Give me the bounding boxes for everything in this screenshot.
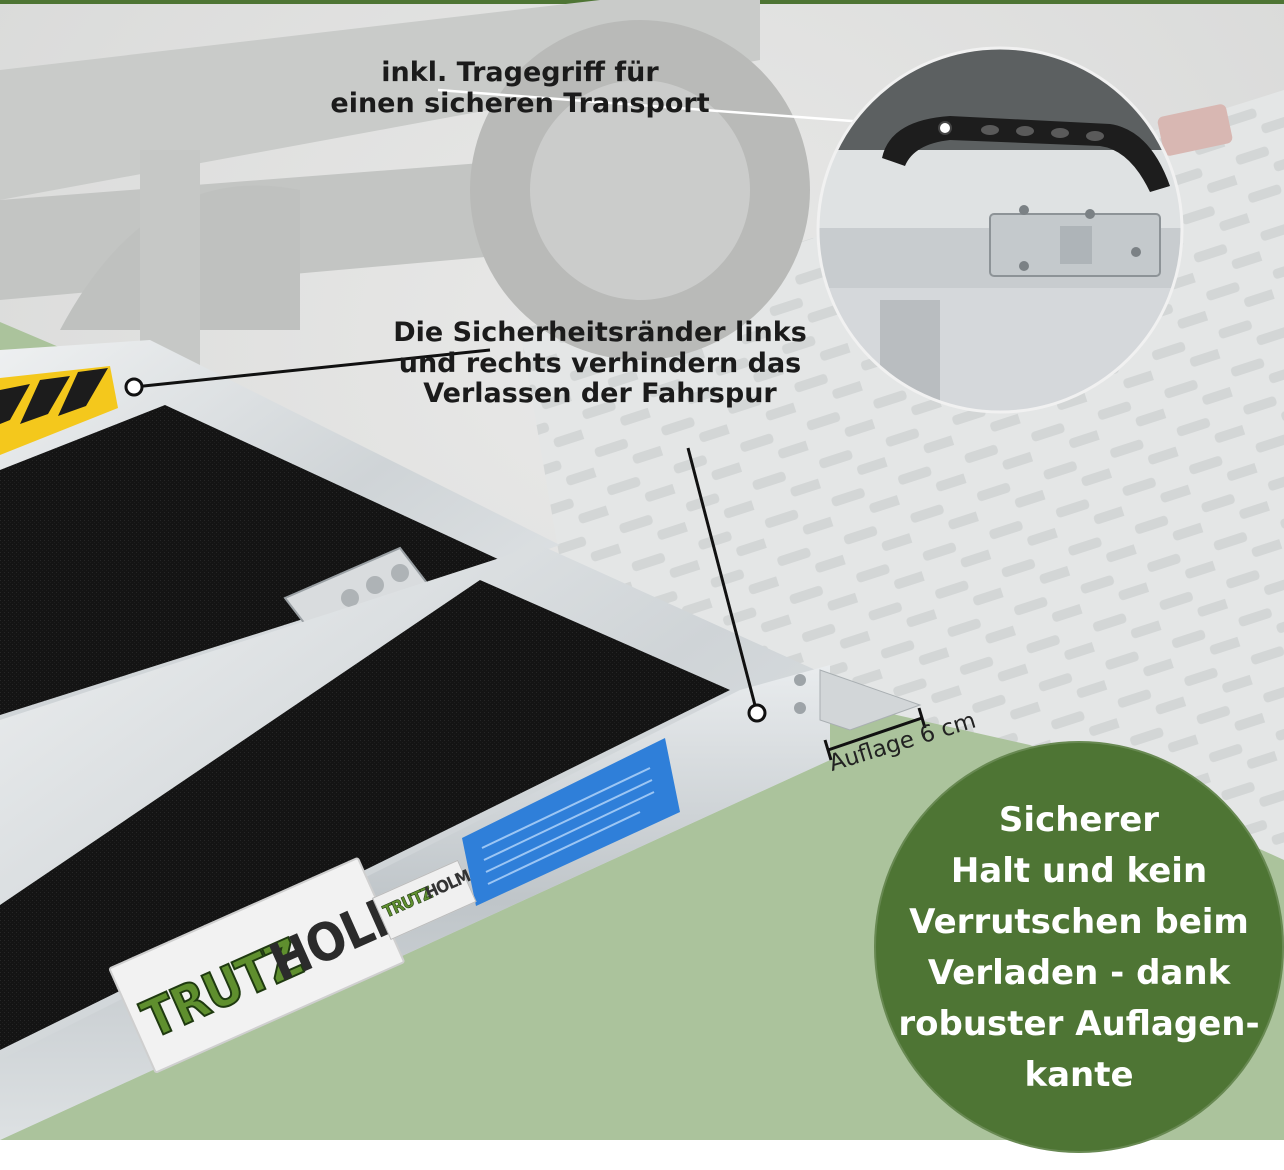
marker-edge-left xyxy=(124,377,144,397)
badge-text-line-2: Halt und kein xyxy=(950,851,1208,891)
support-lip xyxy=(819,669,922,731)
caption-carry-handle: inkl. Tragegriff für einen sicheren Tran… xyxy=(300,57,740,119)
caption-edges-line-1: Die Sicherheitsränder links xyxy=(393,317,807,348)
inset-handle-detail xyxy=(818,48,1182,412)
caption-handle-line-2: einen sicheren Transport xyxy=(330,87,710,119)
badge-text-line-5: robuster Auflagen- xyxy=(898,1004,1260,1044)
logo-small-word-holm: HOLM xyxy=(422,866,474,904)
ramp-lower-grip xyxy=(0,580,730,1050)
marker-handle xyxy=(938,121,952,135)
caption-handle-line-1: inkl. Tragegriff für xyxy=(381,57,659,88)
badge-text-line-3: Verrutschen beim xyxy=(909,902,1249,942)
badge-text-line-6: kante xyxy=(1024,1055,1134,1095)
badge-text-line-4: Verladen - dank xyxy=(927,953,1231,993)
caption-edges-line-2: und rechts verhindern das xyxy=(398,347,802,379)
ramp-upper-grip xyxy=(0,405,500,715)
marker-edge-right xyxy=(747,703,767,723)
support-dimension xyxy=(823,707,927,761)
badge-text-line-1: Sicherer xyxy=(998,800,1160,840)
caption-edges-line-3: Verlassen der Fahrspur xyxy=(423,378,777,409)
caption-safety-edges: Die Sicherheitsränder links und rechts v… xyxy=(370,317,830,410)
